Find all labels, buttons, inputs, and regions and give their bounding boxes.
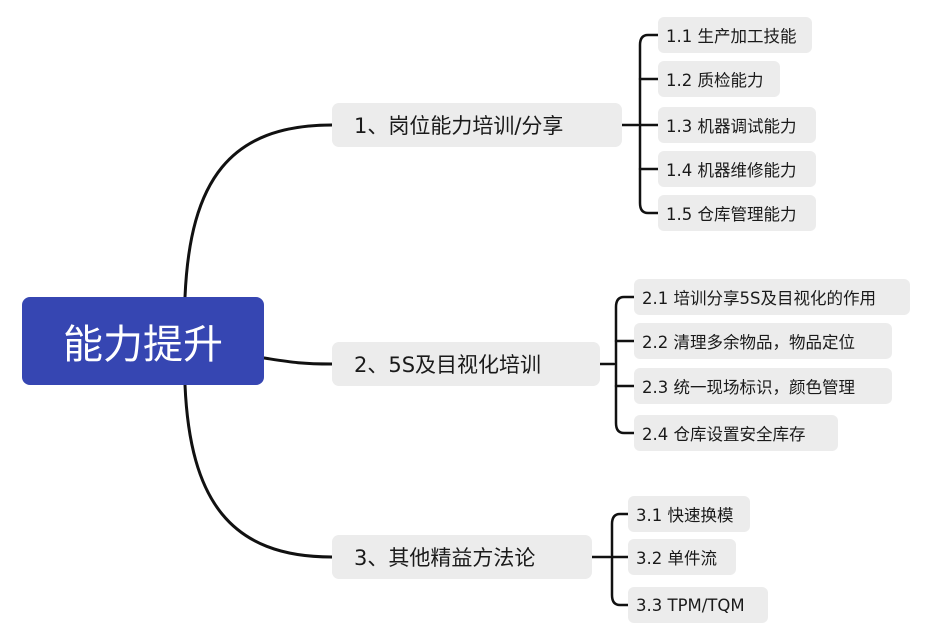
root-topic[interactable]: 能力提升 bbox=[22, 297, 264, 385]
subtopic-2-1[interactable]: 2.1 培训分享5S及目视化的作用 bbox=[634, 279, 910, 315]
subtopic-1-4[interactable]: 1.4 机器维修能力 bbox=[658, 151, 816, 187]
subtopic-1-2[interactable]: 1.2 质检能力 bbox=[658, 61, 780, 97]
subtopic-1-5[interactable]: 1.5 仓库管理能力 bbox=[658, 195, 816, 231]
link-branch-3-bracket bbox=[610, 512, 630, 607]
link-root-branch-2 bbox=[262, 356, 334, 366]
link-branch-2-bracket bbox=[614, 295, 636, 435]
subtopic-3-2[interactable]: 3.2 单件流 bbox=[628, 539, 736, 575]
subtopic-2-3[interactable]: 2.3 统一现场标识，颜色管理 bbox=[634, 368, 892, 404]
branch-topic-2[interactable]: 2、5S及目视化培训 bbox=[332, 342, 600, 386]
subtopic-1-1[interactable]: 1.1 生产加工技能 bbox=[658, 17, 812, 53]
subtopic-3-1[interactable]: 3.1 快速换模 bbox=[628, 496, 750, 532]
subtopic-2-2[interactable]: 2.2 清理多余物品，物品定位 bbox=[634, 323, 892, 359]
branch-topic-1[interactable]: 1、岗位能力培训/分享 bbox=[332, 103, 622, 147]
link-root-branch-3 bbox=[183, 383, 334, 559]
subtopic-3-3[interactable]: 3.3 TPM/TQM bbox=[628, 587, 768, 623]
subtopic-1-3[interactable]: 1.3 机器调试能力 bbox=[658, 107, 816, 143]
branch-topic-3[interactable]: 3、其他精益方法论 bbox=[332, 535, 592, 579]
link-root-branch-1 bbox=[183, 123, 334, 299]
subtopic-2-4[interactable]: 2.4 仓库设置安全库存 bbox=[634, 415, 838, 451]
